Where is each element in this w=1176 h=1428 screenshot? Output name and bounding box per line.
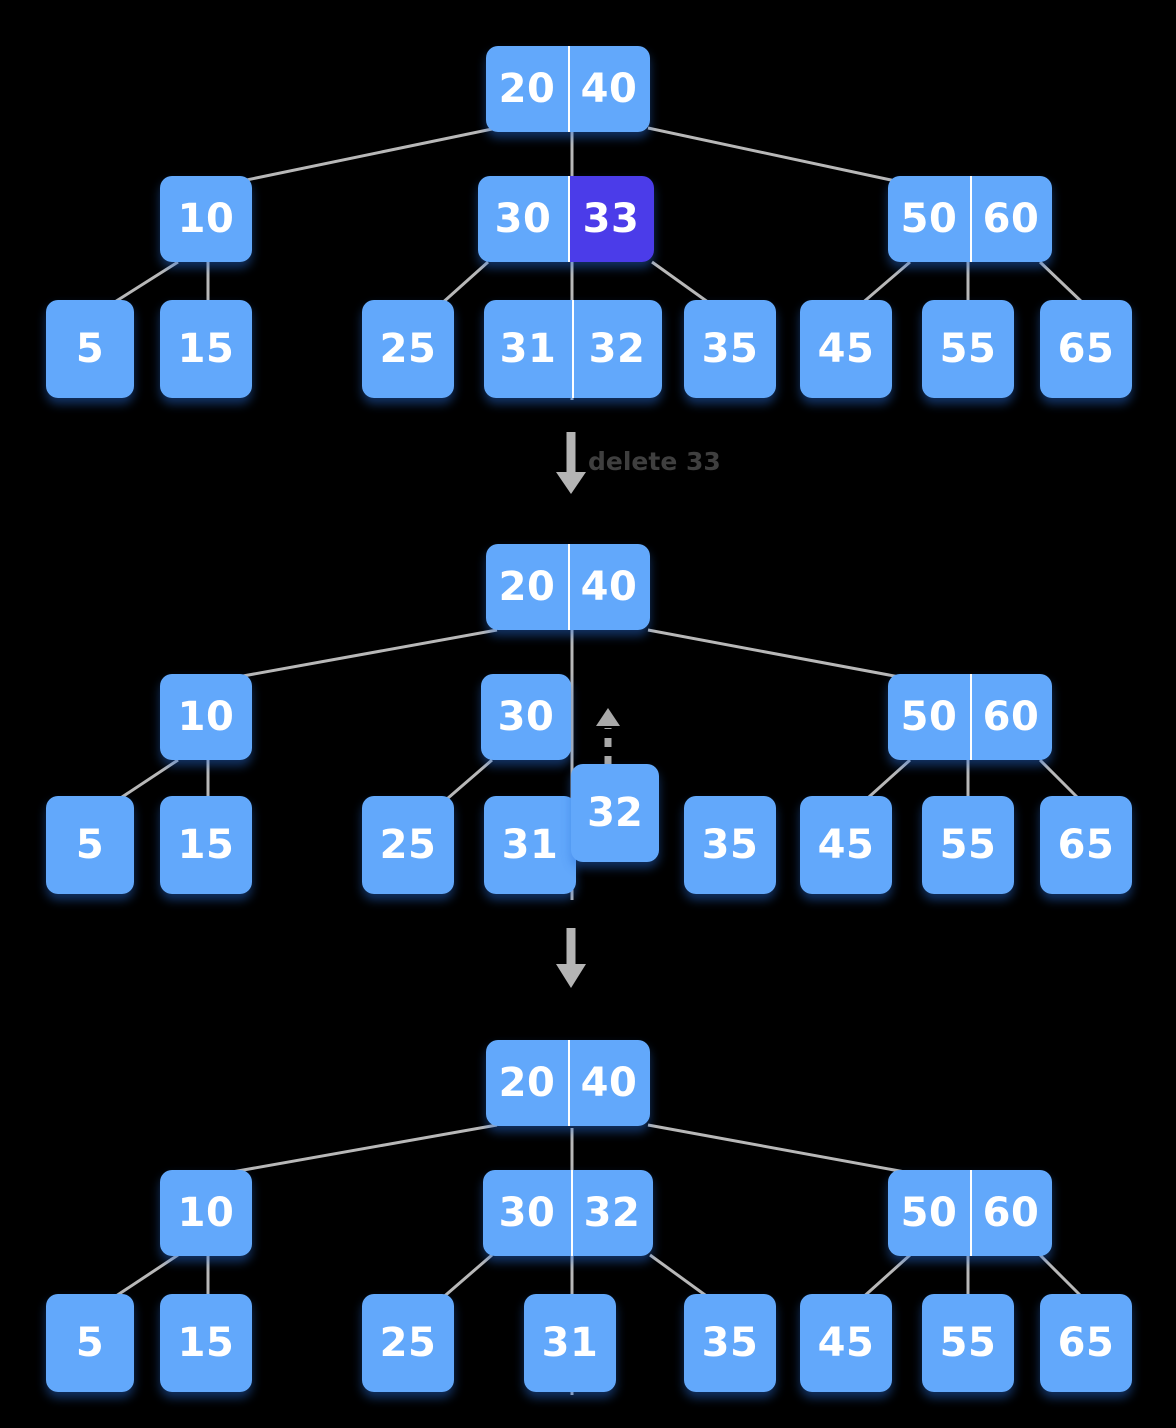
tree1-leaf-65[interactable]: 65 [1040,300,1132,398]
tree2-leaf-15[interactable]: 15 [160,796,252,894]
tree3-leaf-25[interactable]: 25 [362,1294,454,1392]
tree2-leaf-31-cell-0: 31 [484,796,576,894]
tree1-leaf-5-cell-0: 5 [46,300,134,398]
tree2-leaf-45[interactable]: 45 [800,796,892,894]
tree1-leaf-15[interactable]: 15 [160,300,252,398]
tree1-leaf-35-cell-0: 35 [684,300,776,398]
tree3-leaf-35-cell-0: 35 [684,1294,776,1392]
tree2-internal-right-cell-1: 60 [970,674,1052,760]
tree1-root-cell-1: 40 [568,46,650,132]
tree3-internal-right-cell-1: 60 [970,1170,1052,1256]
tree1-leaf-31-cell-0: 31 [484,300,572,398]
tree3-leaf-65-cell-0: 65 [1040,1294,1132,1392]
tree2-internal-mid[interactable]: 30 [481,674,571,760]
tree1-leaf-35[interactable]: 35 [684,300,776,398]
tree2-leaf-65[interactable]: 65 [1040,796,1132,894]
tree3-leaf-35[interactable]: 35 [684,1294,776,1392]
tree3-root-cell-1: 40 [568,1040,650,1126]
tree1-leaf-32-cell-1: 32 [572,300,662,398]
tree3-leaf-25-cell-0: 25 [362,1294,454,1392]
tree3-leaf-45[interactable]: 45 [800,1294,892,1392]
tree2-internal-mid-cell-0: 30 [481,674,571,760]
tree1-leaf-31-32[interactable]: 31 32 [484,300,662,398]
tree3-internal-left-cell-0: 10 [160,1170,252,1256]
tree1-leaf-15-cell-0: 15 [160,300,252,398]
tree2-leaf-65-cell-0: 65 [1040,796,1132,894]
tree2-root-cell-0: 20 [486,544,568,630]
promote-dashed-arrow [596,708,620,765]
tree2-floating-node-32[interactable]: 32 [571,764,659,862]
tree1-internal-left[interactable]: 10 [160,176,252,262]
tree2-root-cell-1: 40 [568,544,650,630]
tree1-leaf-25-cell-0: 25 [362,300,454,398]
tree3-internal-mid[interactable]: 30 32 [483,1170,653,1256]
tree2-leaf-25[interactable]: 25 [362,796,454,894]
transition-label-delete-33: delete 33 [588,447,721,476]
transition-arrow-1 [556,432,586,494]
tree3-leaf-15[interactable]: 15 [160,1294,252,1392]
tree1-internal-mid-cell-0: 30 [478,176,568,262]
tree1-internal-mid[interactable]: 30 33 [478,176,654,262]
tree2-leaf-35[interactable]: 35 [684,796,776,894]
tree3-root[interactable]: 20 40 [486,1040,650,1126]
tree2-leaf-35-cell-0: 35 [684,796,776,894]
tree2-internal-right[interactable]: 50 60 [888,674,1052,760]
tree1-internal-right[interactable]: 50 60 [888,176,1052,262]
tree2-leaf-25-cell-0: 25 [362,796,454,894]
tree3-leaf-55-cell-0: 55 [922,1294,1014,1392]
transition-arrow-2 [556,928,586,988]
tree2-internal-left[interactable]: 10 [160,674,252,760]
tree2-leaf-31[interactable]: 31 [484,796,576,894]
tree3-internal-mid-cell-0: 30 [483,1170,571,1256]
tree3-root-cell-0: 20 [486,1040,568,1126]
tree1-leaf-55[interactable]: 55 [922,300,1014,398]
tree1-internal-right-cell-0: 50 [888,176,970,262]
tree1-root-cell-0: 20 [486,46,568,132]
tree1-leaf-55-cell-0: 55 [922,300,1014,398]
tree2-root[interactable]: 20 40 [486,544,650,630]
tree2-leaf-45-cell-0: 45 [800,796,892,894]
tree1-root[interactable]: 20 40 [486,46,650,132]
tree2-leaf-5[interactable]: 5 [46,796,134,894]
tree3-leaf-15-cell-0: 15 [160,1294,252,1392]
tree3-internal-left[interactable]: 10 [160,1170,252,1256]
tree1-leaf-5[interactable]: 5 [46,300,134,398]
tree3-leaf-31[interactable]: 31 [524,1294,616,1392]
tree1-internal-left-cell-0: 10 [160,176,252,262]
tree2-leaf-55-cell-0: 55 [922,796,1014,894]
tree2-leaf-5-cell-0: 5 [46,796,134,894]
tree3-leaf-5-cell-0: 5 [46,1294,134,1392]
tree1-leaf-25[interactable]: 25 [362,300,454,398]
tree1-leaf-45-cell-0: 45 [800,300,892,398]
tree1-internal-mid-cell-1-highlighted: 33 [568,176,654,262]
tree3-leaf-45-cell-0: 45 [800,1294,892,1392]
tree3-leaf-5[interactable]: 5 [46,1294,134,1392]
tree1-leaf-65-cell-0: 65 [1040,300,1132,398]
tree3-leaf-31-cell-0: 31 [524,1294,616,1392]
tree1-leaf-45[interactable]: 45 [800,300,892,398]
tree2-leaf-55[interactable]: 55 [922,796,1014,894]
tree3-leaf-55[interactable]: 55 [922,1294,1014,1392]
tree2-leaf-15-cell-0: 15 [160,796,252,894]
tree3-leaf-65[interactable]: 65 [1040,1294,1132,1392]
tree1-internal-right-cell-1: 60 [970,176,1052,262]
tree3-internal-mid-cell-1: 32 [571,1170,653,1256]
tree2-internal-left-cell-0: 10 [160,674,252,760]
tree2-internal-right-cell-0: 50 [888,674,970,760]
tree3-internal-right-cell-0: 50 [888,1170,970,1256]
tree3-internal-right[interactable]: 50 60 [888,1170,1052,1256]
